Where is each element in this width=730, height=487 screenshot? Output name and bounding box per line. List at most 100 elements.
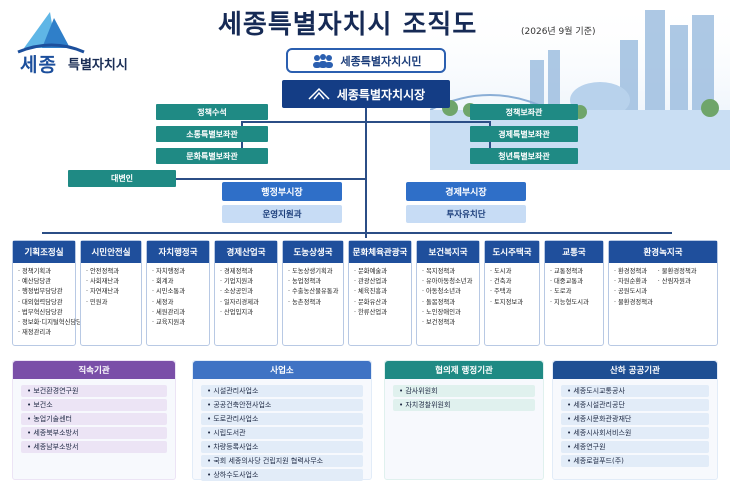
panel-item: 도로관리사업소 bbox=[201, 413, 363, 425]
department-7: 도시주택국도시과건축과주택과토지정보과 bbox=[484, 240, 540, 346]
deputy-econ-box: 경제부시장 bbox=[406, 182, 526, 201]
panel-item: 시립도서관 bbox=[201, 427, 363, 439]
division-item: 경제정책과 bbox=[220, 267, 259, 277]
division-item: 자연재난과 bbox=[86, 287, 119, 297]
panel-item: 세종남부소방서 bbox=[21, 441, 167, 453]
division-item: 행정법무담당관 bbox=[18, 287, 88, 297]
advisor-box: 정책수석 bbox=[156, 104, 268, 120]
division-item: 토지정보과 bbox=[490, 298, 523, 308]
division-item: 보건정책과 bbox=[422, 318, 472, 328]
department-1: 시민안전실안전정책과사회재난과자연재난과민원과 bbox=[80, 240, 142, 346]
division-item: 물환경정책과 bbox=[614, 298, 653, 308]
department-title: 기획조정실 bbox=[13, 241, 75, 263]
panel-item: 국회 세종의사당 건립지원 협력사무소 bbox=[201, 455, 363, 467]
department-title: 경제산업국 bbox=[215, 241, 277, 263]
division-item: 건축과 bbox=[490, 277, 523, 287]
department-title: 환경녹지국 bbox=[609, 241, 717, 263]
division-item: 세원관리과 bbox=[152, 308, 185, 318]
division-item: 복지정책과 bbox=[422, 267, 472, 277]
department-title: 시민안전실 bbox=[81, 241, 141, 263]
deputy-admin-box: 행정부시장 bbox=[222, 182, 342, 201]
division-item: 체육진흥과 bbox=[354, 287, 387, 297]
panel-2: 협의제 행정기관감사위원회자치경찰위원회 bbox=[384, 360, 544, 480]
division-item: 노인장애인과 bbox=[422, 308, 472, 318]
division-item: 환경정책과 bbox=[614, 267, 653, 277]
logo-main-text: 세종 bbox=[20, 54, 57, 76]
division-item: 세정과 bbox=[152, 298, 185, 308]
division-item: 정책기획과 bbox=[18, 267, 88, 277]
department-6: 보건복지국복지정책과유아아동청소년과아동청소년과돌봄정책과노인장애인과보건정책과 bbox=[416, 240, 480, 346]
reference-date: (2026년 9월 기준) bbox=[521, 27, 596, 37]
department-3: 경제산업국경제정책과기업지원과소상공인과일자리경제과산업입지과 bbox=[214, 240, 278, 346]
division-item: 법무혁신담당관 bbox=[18, 308, 88, 318]
panel-item: 세종도시교통공사 bbox=[561, 385, 709, 397]
division-item: 주택과 bbox=[490, 287, 523, 297]
department-5: 문화체육관광국문화예술과관광산업과체육진흥과문화유산과한류산업과 bbox=[348, 240, 412, 346]
deputy-admin-unit: 운영지원과 bbox=[222, 205, 342, 223]
division-item: 산림자원과 bbox=[658, 277, 697, 287]
department-title: 자치행정국 bbox=[147, 241, 209, 263]
division-item: 돌봄정책과 bbox=[422, 298, 472, 308]
division-item: 회계과 bbox=[152, 277, 185, 287]
panel-item: 세종북부소방서 bbox=[21, 427, 167, 439]
division-item: 안전정책과 bbox=[86, 267, 119, 277]
advisor-box: 경제특별보좌관 bbox=[470, 126, 578, 142]
panel-title: 직속기관 bbox=[13, 361, 175, 379]
division-item: 자치행정과 bbox=[152, 267, 185, 277]
panel-item: 보건소 bbox=[21, 399, 167, 411]
panel-title: 사업소 bbox=[193, 361, 371, 379]
panel-item: 농업기술센터 bbox=[21, 413, 167, 425]
citizen-box: 세종특별자치시민 bbox=[286, 48, 446, 73]
citizen-label: 세종특별자치시민 bbox=[340, 54, 422, 68]
panel-item: 자치경찰위원회 bbox=[393, 399, 535, 411]
advisor-box: 문화특별보좌관 bbox=[156, 148, 268, 164]
division-item: 관광산업과 bbox=[354, 277, 387, 287]
department-title: 문화체육관광국 bbox=[349, 241, 411, 263]
panel-item: 세종시문화관광재단 bbox=[561, 413, 709, 425]
advisor-box: 소통특별보좌관 bbox=[156, 126, 268, 142]
division-item: 대외협력담당관 bbox=[18, 298, 88, 308]
department-8: 교통국교통정책과대중교통과도로과지능형도시과 bbox=[544, 240, 604, 346]
panel-title: 산하 공공기관 bbox=[553, 361, 717, 379]
sejong-emblem-icon bbox=[308, 87, 330, 100]
division-item: 도시과 bbox=[490, 267, 523, 277]
division-item: 유아아동청소년과 bbox=[422, 277, 472, 287]
division-item: 도로과 bbox=[550, 287, 589, 297]
division-item: 산업입지과 bbox=[220, 308, 259, 318]
division-item: 정보화·디지털혁신담당관 bbox=[18, 318, 88, 328]
panel-0: 직속기관보건환경연구원보건소농업기술센터세종북부소방서세종남부소방서 bbox=[12, 360, 176, 480]
panel-item: 보건환경연구원 bbox=[21, 385, 167, 397]
connector-line bbox=[42, 232, 672, 234]
department-2: 자치행정국자치행정과회계과시민소통과세정과세원관리과교육지원과 bbox=[146, 240, 210, 346]
mayor-label: 세종특별자치시장 bbox=[336, 87, 426, 102]
panel-3: 산하 공공기관세종도시교통공사세종시설관리공단세종시문화관광재단세종시사회서비스… bbox=[552, 360, 718, 480]
department-title: 교통국 bbox=[545, 241, 603, 263]
division-item: 재정관리과 bbox=[18, 328, 88, 338]
division-item: 자원순환과 bbox=[614, 277, 653, 287]
panel-item: 세종연구원 bbox=[561, 441, 709, 453]
panel-item: 세종시사회서비스원 bbox=[561, 427, 709, 439]
logo-sub-text: 특별자치시 bbox=[68, 58, 128, 73]
panel-item: 시설관리사업소 bbox=[201, 385, 363, 397]
division-item: 교통정책과 bbox=[550, 267, 589, 277]
panel-item: 세종로컬푸드(주) bbox=[561, 455, 709, 467]
division-item: 문화예술과 bbox=[354, 267, 387, 277]
panel-item: 세종시설관리공단 bbox=[561, 399, 709, 411]
sejong-logo-icon bbox=[17, 12, 85, 54]
department-4: 도농상생국도농상생기획과농업정책과수출농산물유통과농촌정책과 bbox=[282, 240, 344, 346]
division-item: 공원도시과 bbox=[614, 287, 653, 297]
division-item: 수출농산물유통과 bbox=[288, 287, 338, 297]
panel-item: 감사위원회 bbox=[393, 385, 535, 397]
department-0: 기획조정실정책기획과예산담당관행정법무담당관대외협력담당관법무혁신담당관정보화·… bbox=[12, 240, 88, 346]
department-title: 도시주택국 bbox=[485, 241, 539, 263]
division-item: 물환경정책과 bbox=[658, 267, 697, 277]
division-item: 교육지원과 bbox=[152, 318, 185, 328]
division-item: 사회재난과 bbox=[86, 277, 119, 287]
division-item: 소상공인과 bbox=[220, 287, 259, 297]
division-item: 도농상생기획과 bbox=[288, 267, 338, 277]
mayor-box: 세종특별자치시장 bbox=[282, 80, 450, 108]
division-item: 아동청소년과 bbox=[422, 287, 472, 297]
connector-line bbox=[176, 178, 366, 180]
division-item: 지능형도시과 bbox=[550, 298, 589, 308]
deputy-econ-unit: 투자유치단 bbox=[406, 205, 526, 223]
